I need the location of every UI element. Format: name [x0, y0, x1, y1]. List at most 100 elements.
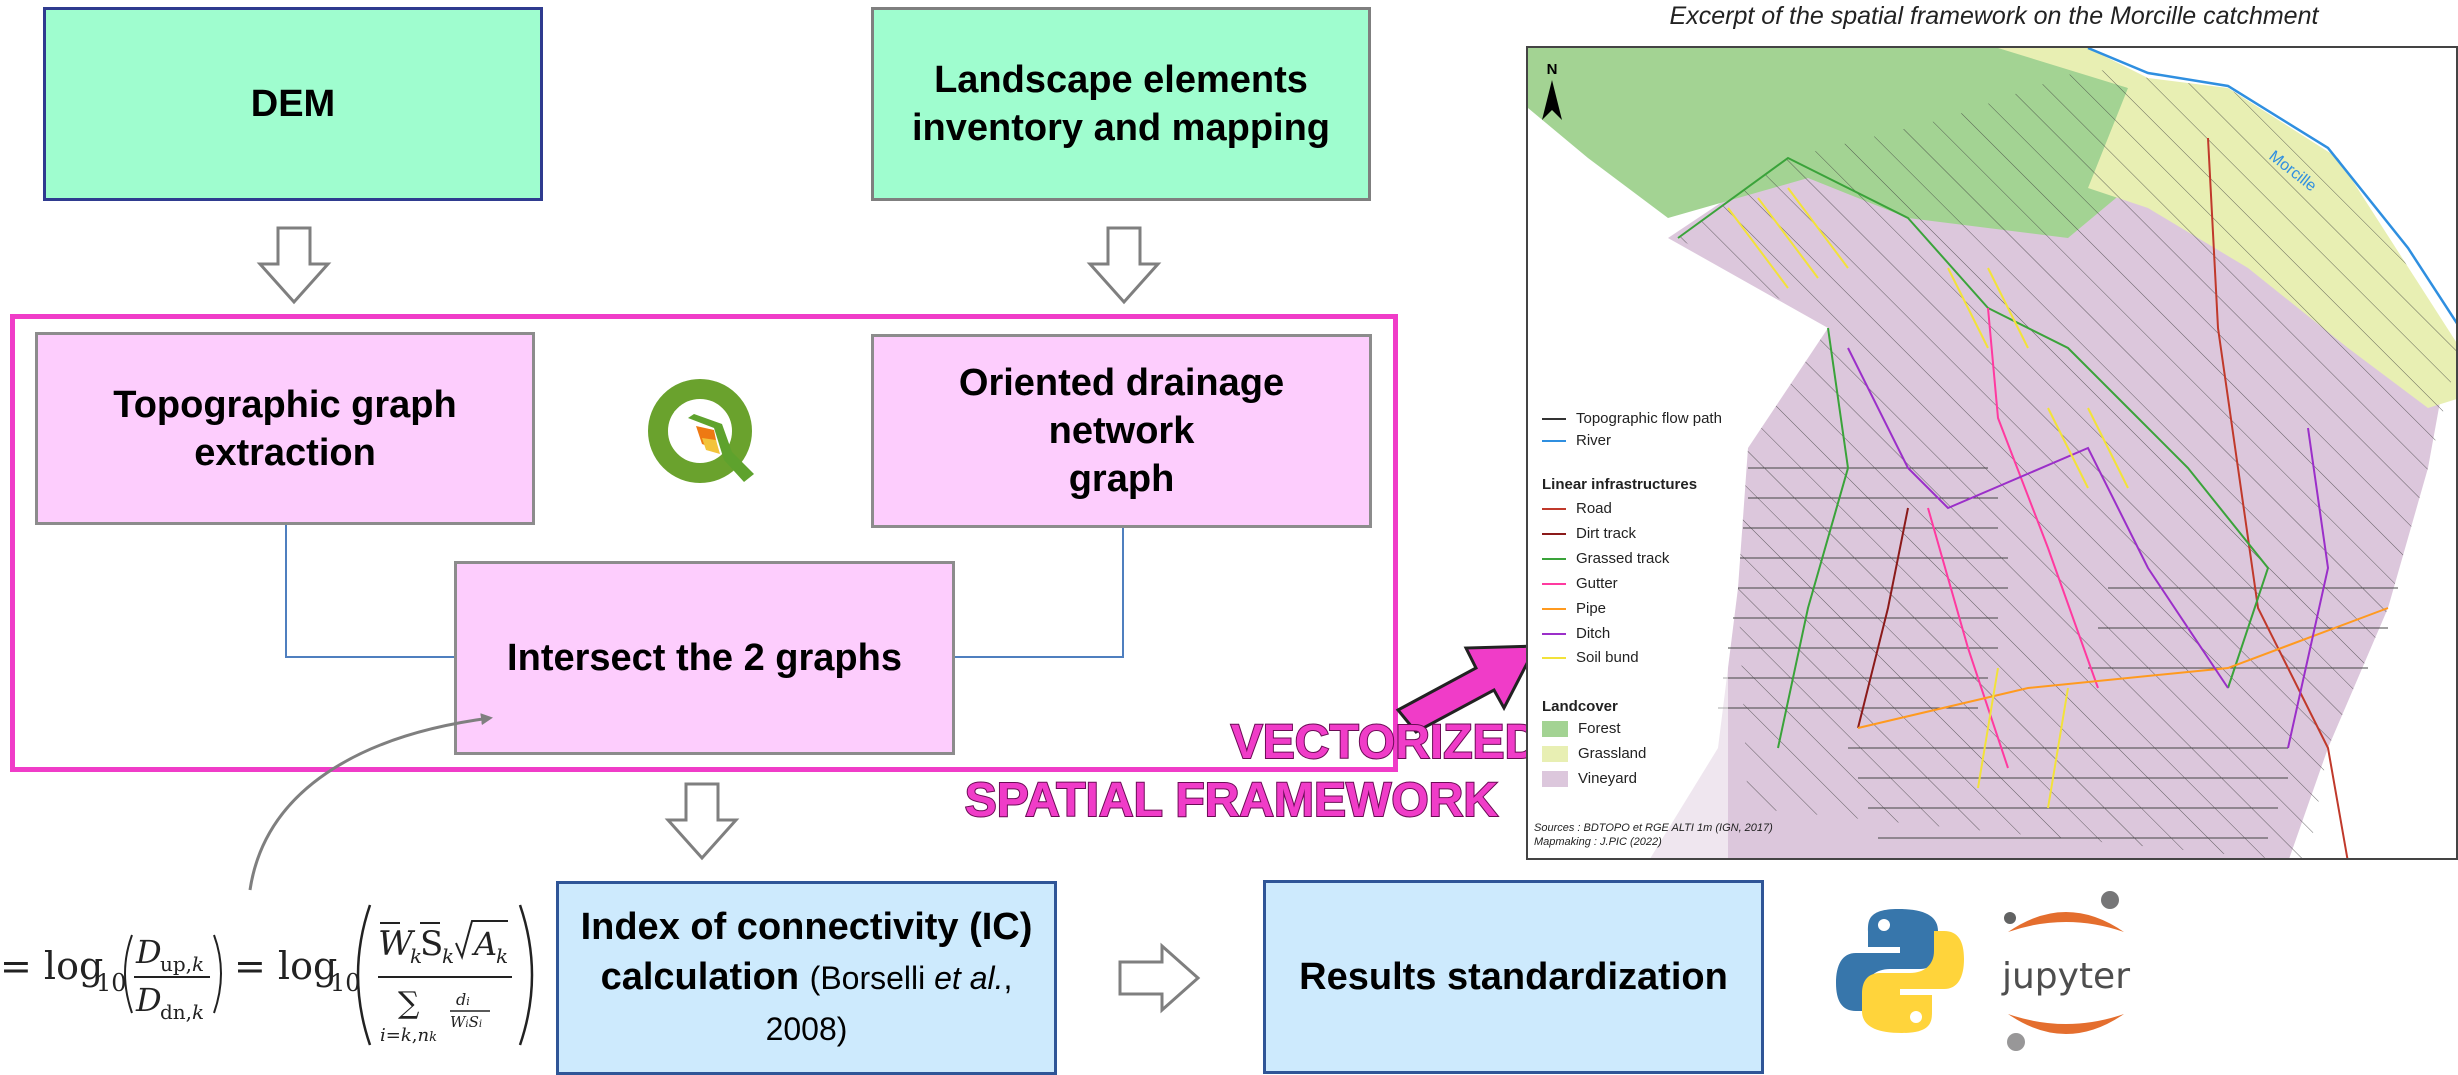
- map-legend: Topographic flow path River Linear infra…: [1528, 48, 2456, 858]
- ic-formula: = log 10 D up,k D dn,k = log 10 W k S k …: [0, 904, 534, 1046]
- legend-river-label: River: [1576, 432, 1612, 449]
- map-mapmaking: Mapmaking : J.PIC (2022): [1534, 836, 1662, 848]
- map-sources: Sources : BDTOPO et RGE ALTI 1m (IGN, 20…: [1534, 822, 1773, 834]
- svg-text:di: di: [456, 990, 470, 1009]
- svg-text:= log: = log: [0, 944, 103, 988]
- svg-text:k: k: [496, 944, 508, 968]
- legend-vineyard: Vineyard: [1542, 770, 1637, 787]
- ic-label-line2: calculation (Borselli et al., 2008): [579, 952, 1034, 1054]
- vectorized-pointer-arrow: [1395, 644, 1539, 734]
- intersect-graphs-box: Intersect the 2 graphs: [454, 561, 955, 755]
- legend-ditch-label: Ditch: [1576, 625, 1611, 642]
- grassed-track-line: [1677, 156, 2270, 689]
- legend-flow-label: Topographic flow path: [1576, 410, 1722, 427]
- gutter-line-2: [1987, 307, 2099, 689]
- legend-pipe-label: Pipe: [1576, 600, 1607, 617]
- svg-text:D: D: [135, 933, 162, 971]
- legend-dirt-track: Dirt track: [1542, 525, 1636, 542]
- topographic-graph-box: Topographic graph extraction: [35, 332, 535, 525]
- jupyter-logo-icon: jupyter: [2001, 891, 2130, 1051]
- landscape-label-line2: inventory and mapping: [911, 107, 1331, 149]
- citation-etal: et al.: [934, 960, 1004, 996]
- svg-text:i=k,nk: i=k,nk: [380, 1025, 437, 1046]
- legend-gutter: Gutter: [1542, 575, 1618, 592]
- topographic-flow-lines: [1718, 467, 2398, 839]
- legend-ditch: Ditch: [1542, 625, 1610, 642]
- ic-citation: (Borselli et al., 2008): [766, 960, 1013, 1047]
- ditch-line: [1847, 347, 2229, 689]
- map-canvas: Morcille N: [1528, 48, 2456, 858]
- river-line: [2087, 48, 2456, 325]
- processing-frame: [10, 314, 1398, 772]
- svg-text:k: k: [442, 944, 454, 968]
- svg-text:D: D: [135, 981, 162, 1019]
- vectorized-line1: VECTORIZED: [1231, 716, 1539, 769]
- python-logo-icon: [1836, 909, 1964, 1033]
- curved-arrow-formula: [248, 713, 493, 891]
- legend-grassed-track-label: Grassed track: [1576, 550, 1670, 567]
- topo-label-line1: Topographic graph: [113, 383, 457, 426]
- svg-text:WiSi: WiSi: [450, 1013, 482, 1031]
- svg-text:10: 10: [330, 969, 361, 997]
- vectorized-label: VECTORIZED SPATIAL FRAMEWORK: [964, 715, 1541, 828]
- pipe-line: [1857, 607, 2389, 729]
- intersect-label: Intersect the 2 graphs: [507, 637, 902, 679]
- road-line: [2207, 137, 2349, 858]
- ic-calculation-word: calculation: [600, 956, 800, 998]
- svg-text:W: W: [378, 924, 416, 964]
- down-arrow-intersect: [664, 782, 740, 861]
- legend-landcover-title: Landcover: [1542, 698, 1618, 715]
- map-frame: Morcille N: [1526, 46, 2458, 860]
- legend-soil-bund: Soil bund: [1542, 649, 1639, 666]
- gutter-line: [1927, 507, 2009, 769]
- right-arrow-ic: [1118, 942, 1201, 1014]
- citation-year: , 2008): [765, 960, 1013, 1047]
- results-standardization-box: Results standardization: [1263, 880, 1764, 1074]
- legend-road-label: Road: [1576, 500, 1612, 517]
- legend-road: Road: [1542, 500, 1612, 517]
- legend-grassed-track: Grassed track: [1542, 550, 1669, 567]
- dem-box: DEM: [43, 7, 543, 201]
- down-arrow-landscape: [1086, 226, 1162, 305]
- legend-vineyard-label: Vineyard: [1578, 770, 1637, 787]
- north-arrow-icon: N: [1542, 61, 1562, 120]
- ic-calculation-box: Index of connectivity (IC) calculation (…: [556, 881, 1057, 1075]
- legend-dirt-track-label: Dirt track: [1576, 525, 1636, 542]
- dem-label: DEM: [250, 83, 336, 125]
- legend-grassland: Grassland: [1542, 745, 1646, 762]
- citation-author: (Borselli: [809, 960, 935, 996]
- map-title: Excerpt of the spatial framework on the …: [1669, 2, 2319, 30]
- svg-text:A: A: [471, 925, 497, 963]
- ditch-line-2: [2287, 427, 2330, 749]
- svg-text:dn,k: dn,k: [160, 1000, 204, 1024]
- drainage-network-box: Oriented drainage network graph: [871, 334, 1372, 528]
- jupyter-wordmark: jupyter: [2001, 956, 2130, 997]
- drainage-label-line2: graph: [1068, 458, 1175, 500]
- legend-forest-label: Forest: [1578, 720, 1621, 737]
- legend-soil-bund-label: Soil bund: [1576, 649, 1639, 666]
- soil-bund-lines: [1727, 187, 2129, 809]
- legend-pipe: Pipe: [1542, 600, 1606, 617]
- drainage-label-line1: Oriented drainage network: [958, 362, 1285, 452]
- grassed-track-line-2: [1777, 327, 1850, 749]
- ic-label-line1: Index of connectivity (IC): [580, 906, 1033, 948]
- legend-linear-title: Linear infrastructures: [1542, 476, 1698, 493]
- flow-path-hatch: [1678, 68, 2456, 858]
- svg-text:up,k: up,k: [160, 952, 204, 976]
- svg-text:S: S: [420, 924, 443, 964]
- legend-gutter-label: Gutter: [1576, 575, 1618, 592]
- legend-river: River: [1542, 432, 1611, 449]
- topo-label-line2: extraction: [194, 431, 376, 474]
- legend-forest: Forest: [1542, 720, 1621, 737]
- graph-connector-lines: [285, 525, 1124, 658]
- svg-text:10: 10: [96, 969, 127, 997]
- dirt-track-line: [1857, 507, 1909, 729]
- results-label: Results standardization: [1299, 956, 1728, 998]
- svg-text:= log: = log: [234, 944, 337, 988]
- svg-text:∑: ∑: [398, 986, 420, 1021]
- north-label: N: [1547, 61, 1558, 78]
- landscape-label-line1: Landscape elements: [934, 59, 1308, 101]
- landscape-elements-box: Landscape elements inventory and mapping: [871, 7, 1371, 201]
- vectorized-line2: SPATIAL FRAMEWORK: [965, 774, 1499, 827]
- svg-text:k: k: [410, 944, 422, 968]
